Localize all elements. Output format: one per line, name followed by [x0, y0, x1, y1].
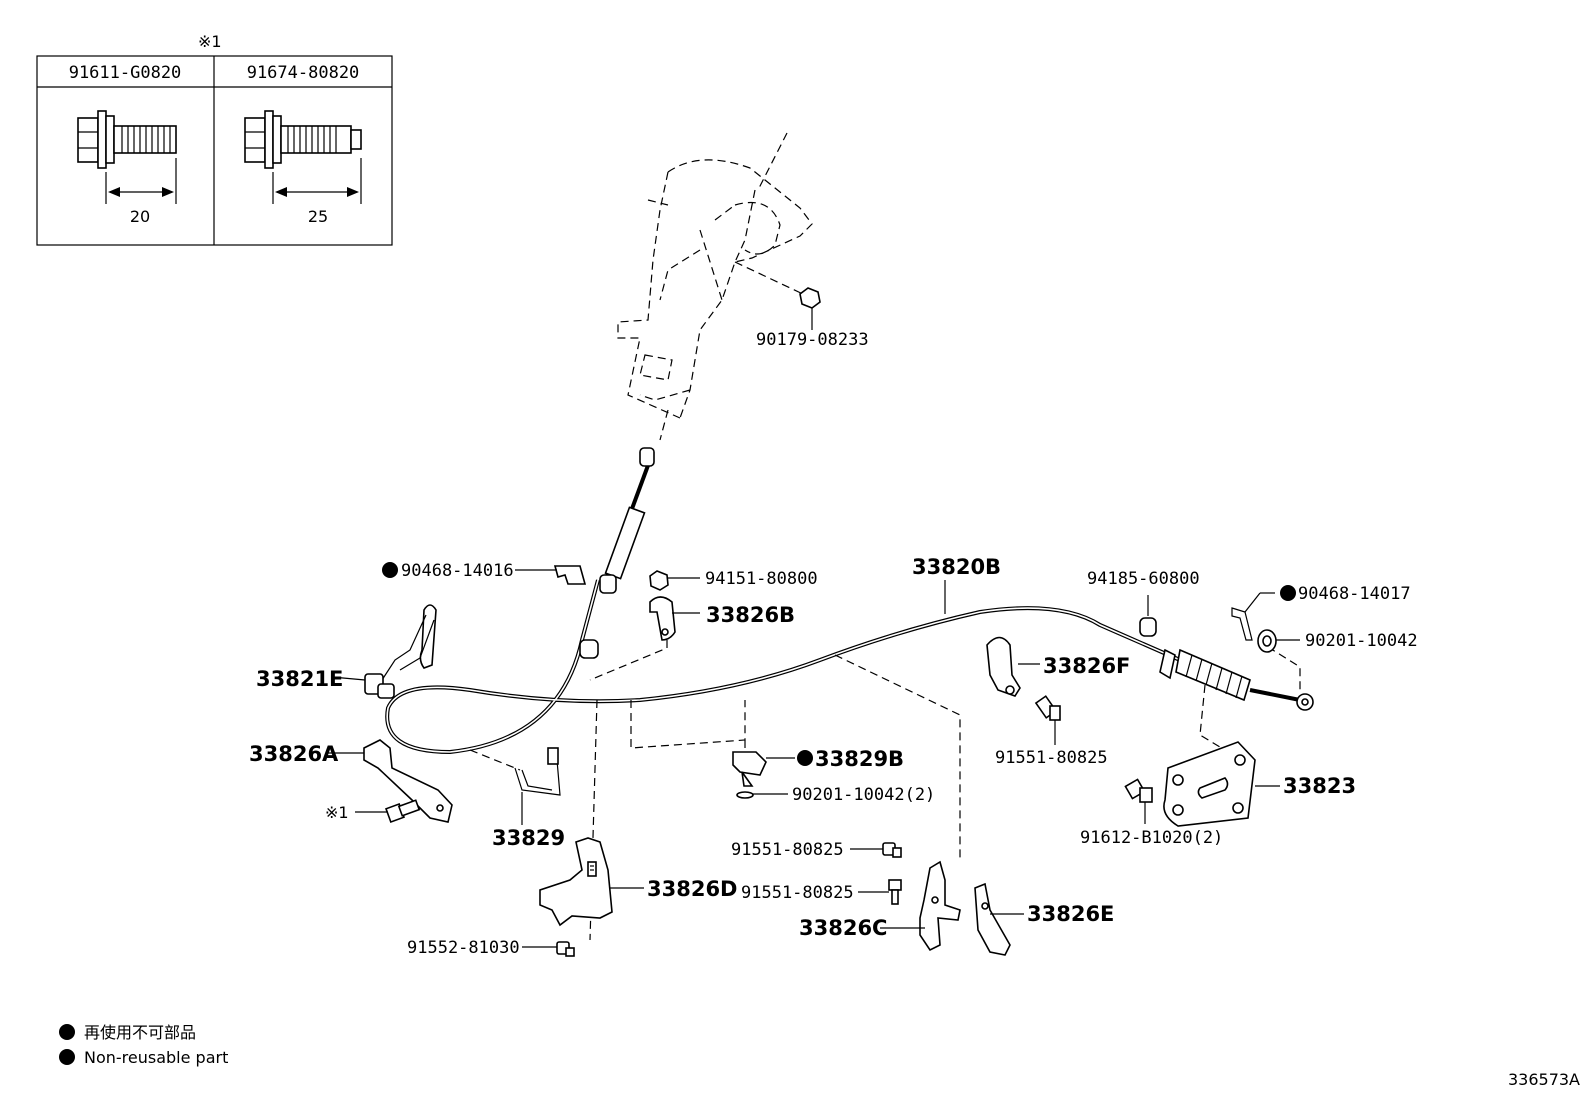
leader-lines [328, 569, 1300, 948]
inset-part-no-1: 91611-G0820 [69, 63, 182, 83]
callout-91551-80825-a: 91551-80825 [995, 748, 1108, 768]
callout-33826C: 33826C [799, 916, 887, 940]
bolt-91551-c-icon [888, 879, 902, 905]
flange-bolt-25-icon [244, 110, 362, 204]
callout-33826B: 33826B [706, 603, 795, 627]
bracket-33826A-icon [363, 739, 453, 823]
bolt-91612-icon [1124, 778, 1153, 824]
bolt-note1-icon [385, 799, 421, 823]
callout-33826D: 33826D [647, 877, 738, 901]
callout-33826F: 33826F [1043, 654, 1130, 678]
nonreusable-dot-icon [382, 562, 398, 578]
callout-91551-80825-c: 91551-80825 [741, 883, 854, 903]
shift-cable [385, 447, 1314, 755]
illustration-id: 336573A [1508, 1070, 1580, 1089]
callout-94151-80800: 94151-80800 [705, 569, 818, 589]
clip-90468-14016-icon [553, 565, 587, 585]
nonreusable-dot-icon [1280, 585, 1296, 601]
legend: 再使用不可部品 Non-reusable part [59, 1023, 228, 1067]
callout-90468-14016: 90468-14016 [401, 561, 514, 581]
nut-94185-icon [1139, 595, 1157, 637]
nut-94151-icon [649, 570, 669, 591]
callout-94185-60800: 94185-60800 [1087, 569, 1200, 589]
nonreusable-dot-icon [59, 1024, 75, 1040]
clip-33829B-icon [732, 751, 767, 799]
callout-91552-81030: 91552-81030 [407, 938, 520, 958]
nut-90179-icon [799, 287, 821, 330]
callout-90468-14017: 90468-14017 [1298, 584, 1411, 604]
assembly-guides [469, 640, 1301, 941]
callout-90201-10042: 90201-10042 [1305, 631, 1418, 651]
wire-33829-icon [514, 747, 561, 796]
bracket-33823-icon [1163, 741, 1280, 827]
bracket-33826E-icon [974, 882, 1011, 956]
callout-90201-10042-2: 90201-10042(2) [792, 785, 935, 805]
washer-90201-icon [1257, 629, 1277, 653]
callout-90179-08233: 90179-08233 [756, 330, 869, 350]
callout-33826A: 33826A [249, 742, 339, 766]
clip-33826F-icon [986, 636, 1021, 697]
callout-33829: 33829 [492, 826, 565, 850]
shift-lever-housing [617, 132, 813, 441]
nonreusable-dot-icon [59, 1049, 75, 1065]
callout-91551-80825-b: 91551-80825 [731, 840, 844, 860]
legend-english: Non-reusable part [84, 1048, 228, 1067]
inset-note-mark: ※1 [198, 32, 222, 51]
callout-33823: 33823 [1283, 774, 1356, 798]
flange-bolt-20-icon [77, 110, 177, 204]
callout-33820B: 33820B [912, 555, 1001, 579]
callout-note-1: ※1 [325, 803, 349, 822]
legend-japanese: 再使用不可部品 [84, 1023, 196, 1042]
nonreusable-dot-icon [797, 750, 813, 766]
inset-table: ※1 91611-G0820 91674-80820 [36, 32, 393, 246]
callout-33821E: 33821E [256, 667, 343, 691]
bolt-91551-a-icon [1034, 695, 1061, 745]
callout-33826E: 33826E [1027, 902, 1114, 926]
inset-length-1: 20 [130, 207, 150, 226]
callout-33829B: 33829B [815, 747, 904, 771]
callout-labels: 90179-08233 90468-14016 94151-80800 3382… [249, 330, 1418, 958]
bolt-91551-b-icon [882, 842, 902, 858]
bracket-33826C-icon [919, 860, 961, 952]
inset-length-2: 25 [308, 207, 328, 226]
clamp-33826B-icon [649, 596, 676, 641]
inset-part-no-2: 91674-80820 [247, 63, 360, 83]
bracket-33821E-icon [364, 604, 437, 699]
clip-90468-14017-icon [1231, 607, 1253, 641]
bolt-91552-icon [556, 941, 575, 957]
callout-91612-B1020: 91612-B1020(2) [1080, 828, 1223, 848]
bracket-33826D-icon [539, 837, 613, 927]
